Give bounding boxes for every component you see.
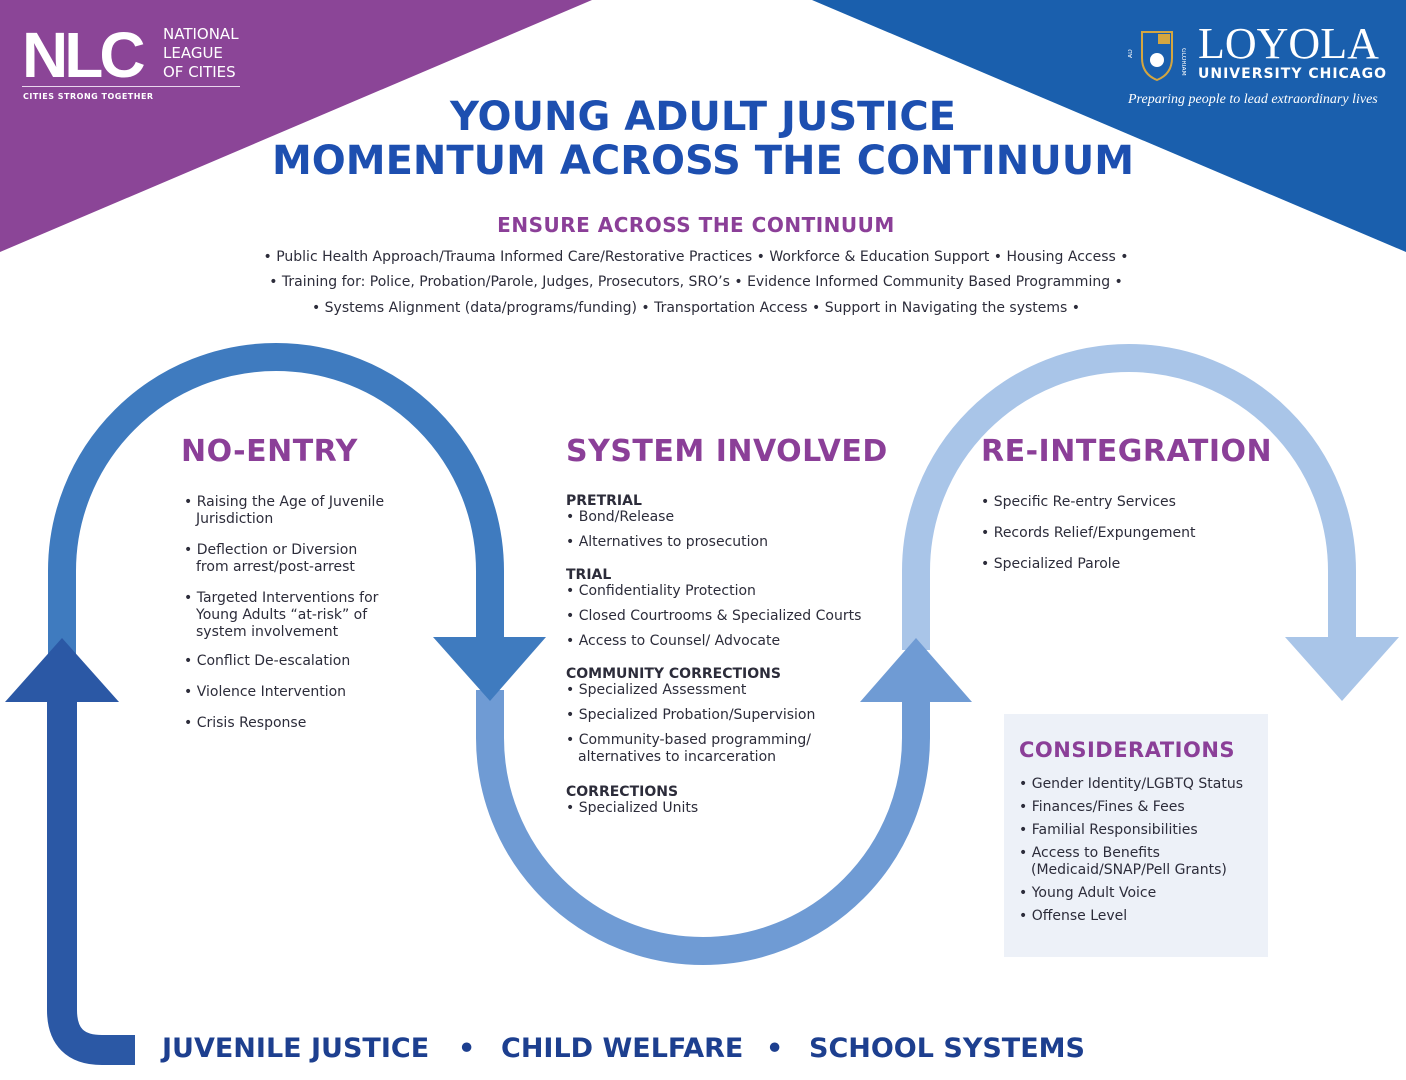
list-item: Community-based programming/ alternative… xyxy=(566,732,838,766)
list-item: Records Relief/Expungement xyxy=(981,525,1241,542)
group-title: TRIAL xyxy=(566,567,612,583)
considerations-list: Gender Identity/LGBTQ Status Finances/Fi… xyxy=(1019,776,1259,925)
foundation-separator: • xyxy=(766,1033,784,1064)
system-involved-heading: SYSTEM INVOLVED xyxy=(566,434,888,469)
considerations-heading: CONSIDERATIONS xyxy=(1019,738,1236,762)
list-item: Gender Identity/LGBTQ Status xyxy=(1019,776,1259,793)
list-item: Finances/Fines & Fees xyxy=(1019,799,1259,816)
group-title: PRETRIAL xyxy=(566,493,642,509)
list-item: Bond/Release xyxy=(566,509,886,526)
list-item: Conflict De-escalation xyxy=(184,653,394,670)
ensure-line: • Training for: Police, Probation/Parole… xyxy=(269,274,1123,290)
list-item: Specialized Assessment xyxy=(566,682,886,699)
list-item: Deflection or Diversion from arrest/post… xyxy=(184,542,394,576)
up-arrow-head-left xyxy=(5,638,119,702)
list-item: Familial Responsibilities xyxy=(1019,822,1259,839)
nlc-tagline: CITIES STRONG TOGETHER xyxy=(23,92,154,101)
nlc-name-line: OF CITIES xyxy=(163,63,236,81)
foundation-arrow-line xyxy=(47,698,135,1065)
ensure-line: • Systems Alignment (data/programs/fundi… xyxy=(311,300,1081,316)
up-arrow-head-system xyxy=(860,638,972,702)
system-involved-groups: PRETRIAL Bond/Release Alternatives to pr… xyxy=(566,493,886,817)
foundation-juvenile-justice: JUVENILE JUSTICE xyxy=(162,1033,430,1064)
down-arrow-head-no-entry xyxy=(433,637,546,701)
list-item: Specialized Units xyxy=(566,800,886,817)
re-integration-list: Specific Re-entry Services Records Relie… xyxy=(981,494,1241,573)
nlc-name-line: NATIONAL xyxy=(163,25,239,43)
nlc-divider xyxy=(22,86,240,87)
no-entry-heading: NO-ENTRY xyxy=(181,434,358,469)
list-item: Access to Counsel/ Advocate xyxy=(566,633,886,650)
svg-text:GLORIAM: GLORIAM xyxy=(1180,48,1186,76)
list-item: Closed Courtrooms & Specialized Courts xyxy=(566,608,886,625)
list-item: Confidentiality Protection xyxy=(566,583,886,600)
svg-text:AD: AD xyxy=(1128,49,1134,58)
system-involved-u xyxy=(476,690,930,965)
title-line: YOUNG ADULT JUSTICE xyxy=(450,94,956,140)
list-item: Specialized Probation/Supervision xyxy=(566,707,886,724)
list-item: Access to Benefits (Medicaid/SNAP/Pell G… xyxy=(1019,845,1259,879)
list-item: Young Adult Voice xyxy=(1019,885,1259,902)
title-line: MOMENTUM ACROSS THE CONTINUUM xyxy=(271,138,1135,184)
ensure-heading: ENSURE ACROSS THE CONTINUUM xyxy=(497,213,895,237)
nlc-logo-mark: NLC xyxy=(22,19,146,91)
ensure-line: • Public Health Approach/Trauma Informed… xyxy=(263,249,1129,265)
nlc-name-line: LEAGUE xyxy=(163,44,223,62)
list-item: Offense Level xyxy=(1019,908,1259,925)
no-entry-list: Raising the Age of Juvenile Jurisdiction… xyxy=(184,494,394,732)
group-title: CORRECTIONS xyxy=(566,784,679,800)
loyola-logo-subtitle: UNIVERSITY CHICAGO xyxy=(1198,66,1388,82)
list-item: Specialized Parole xyxy=(981,556,1241,573)
loyola-banner xyxy=(812,0,1406,252)
no-entry-arc xyxy=(48,343,504,660)
list-item: Raising the Age of Juvenile Jurisdiction xyxy=(184,494,394,528)
list-item: Targeted Interventions for Young Adults … xyxy=(184,590,394,641)
considerations-box: CONSIDERATIONS Gender Identity/LGBTQ Sta… xyxy=(1004,714,1268,957)
list-item: Crisis Response xyxy=(184,715,394,732)
list-item: Specific Re-entry Services xyxy=(981,494,1241,511)
foundation-child-welfare: CHILD WELFARE xyxy=(501,1033,744,1064)
nlc-logo-name: NATIONAL LEAGUE OF CITIES xyxy=(163,25,239,82)
group-title: COMMUNITY CORRECTIONS xyxy=(566,666,781,682)
foundation-separator: • xyxy=(458,1033,476,1064)
foundation-school-systems: SCHOOL SYSTEMS xyxy=(809,1033,1085,1064)
down-arrow-head-reintegration xyxy=(1285,637,1399,701)
list-item: Violence Intervention xyxy=(184,684,394,701)
loyola-seal-icon: AD GLORIAM xyxy=(1128,31,1186,82)
re-integration-heading: RE-INTEGRATION xyxy=(981,434,1273,469)
re-integration-arc xyxy=(902,344,1356,650)
nlc-banner xyxy=(0,0,592,252)
loyola-logo-name: LOYOLA xyxy=(1198,19,1379,68)
list-item: Alternatives to prosecution xyxy=(566,534,886,551)
loyola-tagline: Preparing people to lead extraordinary l… xyxy=(1128,92,1378,107)
page-title: YOUNG ADULT JUSTICE MOMENTUM ACROSS THE … xyxy=(0,95,1406,183)
